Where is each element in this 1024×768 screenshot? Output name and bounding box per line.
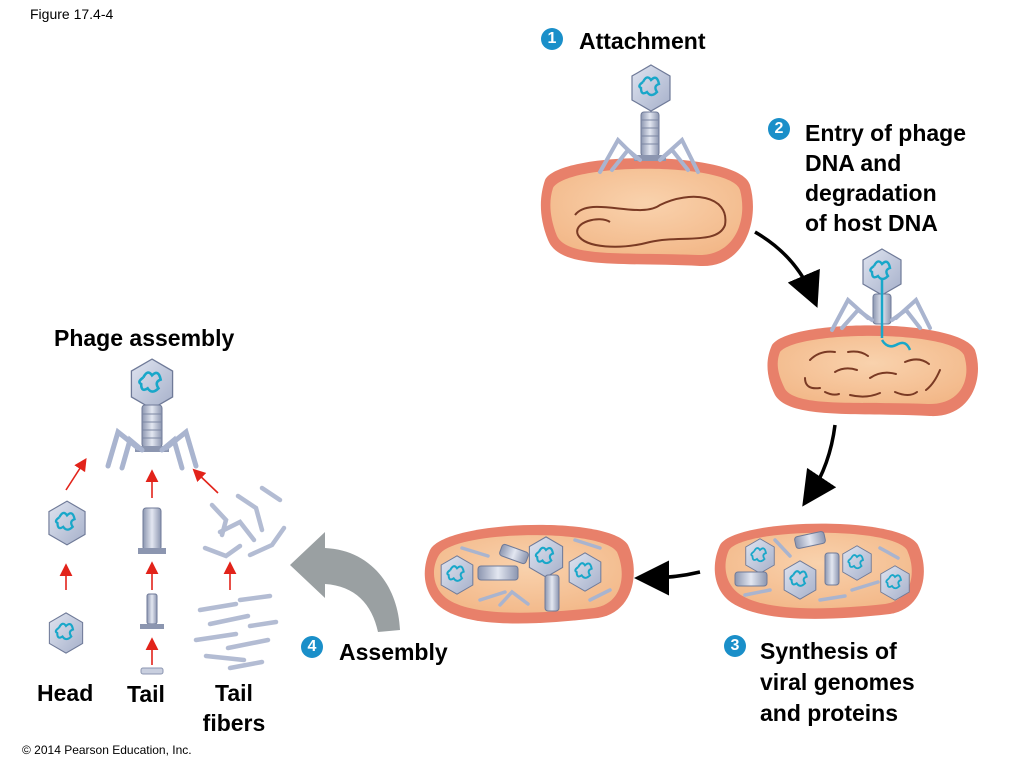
- assembly-red-arrows: [59, 457, 237, 665]
- assembly-tails: [138, 507, 166, 675]
- copyright-notice: © 2014 Pearson Education, Inc.: [22, 743, 192, 757]
- step4-label: Assembly: [339, 639, 448, 665]
- step2-phage: [830, 248, 932, 338]
- step1-label: Attachment: [579, 28, 706, 54]
- step1-phage: [598, 64, 700, 174]
- arrow-step3-to-step4: [634, 560, 701, 596]
- step4-badge: 4: [301, 636, 323, 658]
- step2-badge: 2: [768, 118, 790, 140]
- step2-label-line3: degradation: [805, 180, 937, 206]
- step2-cell: [767, 325, 978, 417]
- assembly-tail-fibers: [193, 485, 287, 671]
- part-label-tail-fibers-line1: Tail: [215, 680, 253, 706]
- assembly-heads: [48, 500, 86, 654]
- assembly-title: Phage assembly: [54, 325, 235, 351]
- step3-cell: [714, 523, 924, 619]
- step2-label-line1: Entry of phage: [805, 120, 967, 146]
- figure-label: Figure 17.4-4: [30, 6, 114, 22]
- part-label-tail-fibers-line2: fibers: [202, 710, 266, 736]
- step1-badge: 1: [541, 28, 563, 50]
- step1-cell: [540, 158, 753, 267]
- step2-label-line4: of host DNA: [805, 210, 938, 236]
- part-label-head: Head: [37, 680, 94, 706]
- part-label-tail: Tail: [127, 681, 165, 707]
- arrow-step2-to-step3: [802, 424, 837, 507]
- step4-cell: [424, 524, 634, 624]
- step3-label-line1: Synthesis of: [760, 638, 897, 664]
- step3-badge: 3: [724, 635, 746, 657]
- arrow-step1-to-step2: [754, 230, 820, 308]
- assembled-phage: [105, 358, 199, 471]
- step3-label-line3: and proteins: [760, 700, 899, 726]
- assembly-big-arrow: [290, 532, 400, 632]
- step3-label-line2: viral genomes: [760, 669, 915, 695]
- step2-label-line2: DNA and: [805, 150, 902, 176]
